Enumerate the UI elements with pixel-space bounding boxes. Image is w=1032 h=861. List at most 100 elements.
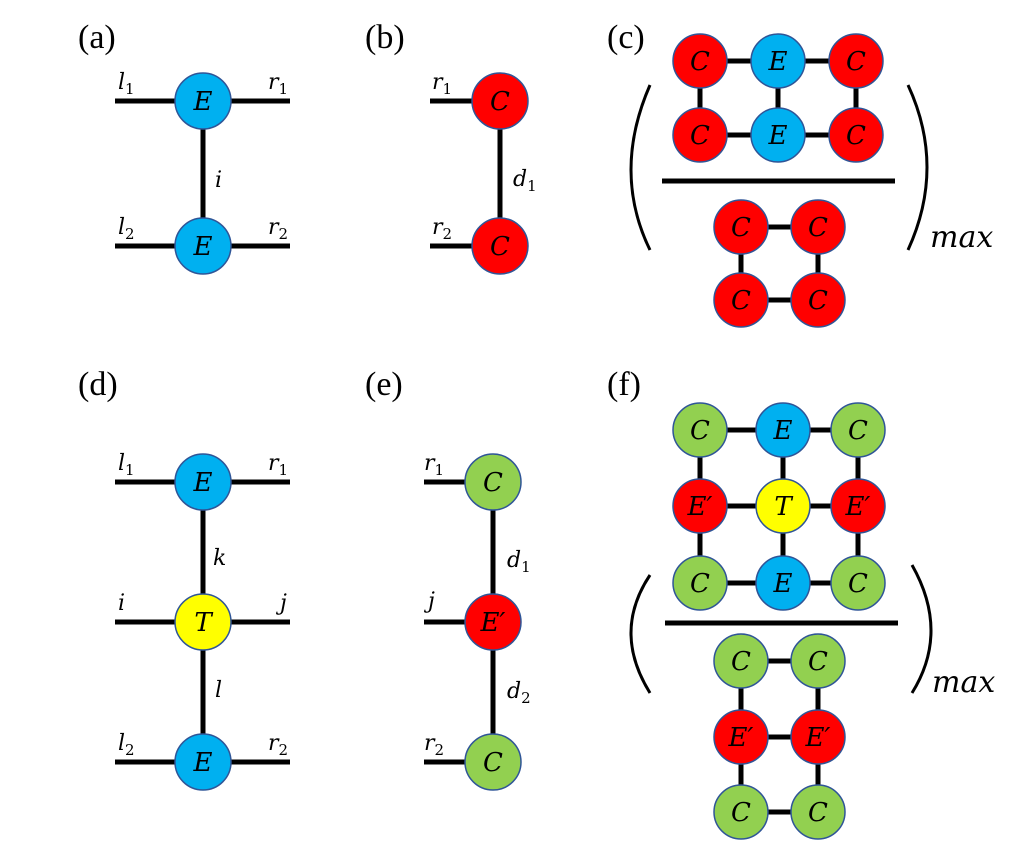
f-den-node-letter-2-1: C [808,798,828,828]
panel-label-a: (a) [78,19,116,56]
paren-f-left [629,574,652,694]
panel-label-d: (d) [78,366,118,403]
f-den-node-letter-2-0: C [731,798,751,828]
f-den-node-letter-0-0: C [731,647,751,677]
node-d-bottom-E [174,733,232,791]
f-den-node-letter-0-1: C [808,647,828,677]
f-num-node-0-0 [672,402,728,458]
c-den-node-letter-0-0: C [731,213,751,243]
index-e-r1: r1 [424,451,444,479]
c-den-node-1-0 [713,272,769,328]
f-num-node-2-0 [672,555,728,611]
c-num-node-1-0 [672,107,728,163]
c-num-node-1-2 [828,107,884,163]
index-d-j: j [275,591,287,616]
f-num-node-2-2 [830,555,886,611]
c-num-node-letter-0-2: C [846,47,866,77]
index-d-k: k [213,546,226,571]
c-num-node-letter-1-2: C [846,121,866,151]
node-e-bottom-C [464,733,522,791]
c-num-node-letter-1-0: C [690,121,710,151]
max-label-f: max [932,665,995,700]
node-d-middle-letter: T [194,608,213,638]
index-b-r2: r2 [432,215,452,243]
node-e-top-letter: C [483,468,503,498]
node-e-top-C [464,453,522,511]
index-e-d1: d1 [507,548,531,576]
node-a-top-E [174,72,232,130]
f-den-node-2-1 [790,784,846,840]
node-e-bottom-letter: C [483,748,503,778]
c-den-node-letter-0-1: C [808,213,828,243]
index-e-d2: d2 [507,679,531,707]
node-e-middle-Eprime [464,593,522,651]
c-num-node-0-1 [750,33,806,89]
paren-c-left [629,84,652,251]
f-num-node-letter-2-2: C [848,569,868,599]
panel-label-f: (f) [607,366,641,403]
f-den-node-1-1 [790,709,846,765]
panel-label-e: (e) [365,366,403,403]
c-den-node-letter-1-1: C [808,286,828,316]
f-num-node-0-2 [830,402,886,458]
index-a-r1: r1 [268,70,288,98]
c-den-node-letter-1-0: C [731,286,751,316]
node-b-top-C [471,72,529,130]
c-num-node-letter-1-1: E [768,121,788,151]
f-den-node-0-1 [790,633,846,689]
f-num-node-letter-0-0: C [690,416,710,446]
f-num-node-letter-1-2: E′ [845,492,871,522]
index-a-l1: l1 [118,70,135,98]
node-a-top-letter: E [193,87,213,117]
panel-d: E T E l1 r1 k i j l l2 r2 [115,451,290,791]
c-den-node-1-1 [790,272,846,328]
index-d-l1: l1 [118,451,135,479]
index-d-i: i [118,591,125,616]
node-a-bottom-E [174,217,232,275]
paren-c-right [906,84,929,251]
f-num-node-2-1 [755,555,811,611]
node-a-bottom-letter: E [193,232,213,262]
max-label-c: max [930,220,993,255]
index-a-l2: l2 [118,215,135,243]
index-d-l: l [215,678,222,703]
f-den-node-1-0 [713,709,769,765]
node-d-middle-T [174,593,232,651]
index-e-r2: r2 [424,731,444,759]
panel-label-c: (c) [607,19,645,56]
node-d-bottom-letter: E [193,748,213,778]
f-num-node-1-2 [830,478,886,534]
c-num-node-letter-0-0: C [690,47,710,77]
f-den-node-letter-1-0: E′ [728,723,754,753]
node-d-top-letter: E [193,468,213,498]
f-num-node-letter-2-1: E [773,569,793,599]
node-b-top-letter: C [490,87,510,117]
f-num-node-0-1 [755,402,811,458]
f-den-node-letter-1-1: E′ [805,723,831,753]
c-den-node-0-1 [790,199,846,255]
c-den-node-0-0 [713,199,769,255]
index-a-r2: r2 [268,215,288,243]
f-num-node-letter-0-2: C [848,416,868,446]
f-num-node-letter-1-0: E′ [687,492,713,522]
node-b-bottom-C [471,217,529,275]
index-d-l2: l2 [118,731,135,759]
f-den-node-2-0 [713,784,769,840]
index-a-bond-i: i [215,168,222,193]
panel-a: E E l1 r1 l2 r2 i [115,70,290,275]
panel-b: C C r1 r2 d1 [430,70,537,275]
f-num-node-1-0 [672,478,728,534]
index-b-r1: r1 [432,70,452,98]
f-num-node-letter-0-1: E [773,416,793,446]
index-d-r2: r2 [268,731,288,759]
c-num-node-0-0 [672,33,728,89]
f-num-node-1-1 [755,478,811,534]
node-b-bottom-letter: C [490,232,510,262]
panel-e: C E′ C r1 j r2 d1 d2 [423,451,531,791]
node-d-top-E [174,453,232,511]
